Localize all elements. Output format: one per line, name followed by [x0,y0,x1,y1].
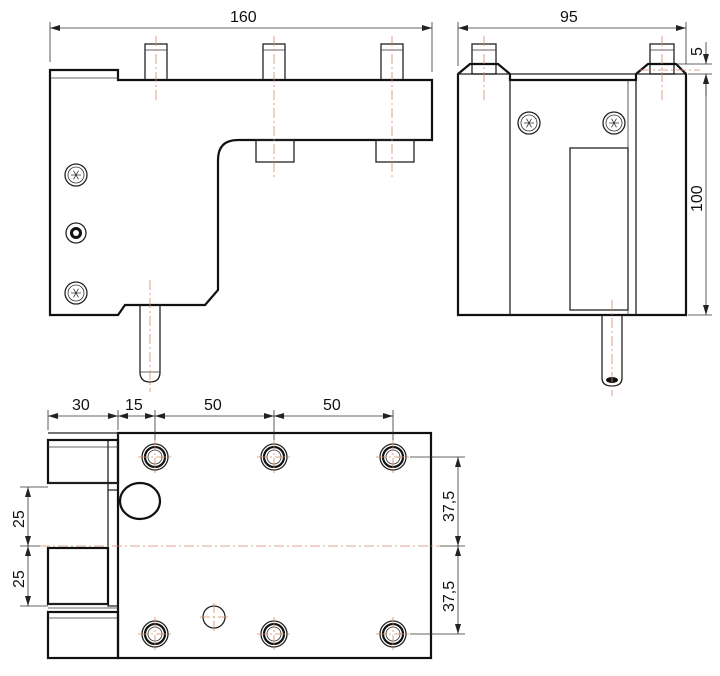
front-hole-icon [65,222,87,244]
dim-50-b: 50 [323,397,341,414]
front-screw-icon [64,163,88,187]
dim-25-a: 25 [11,510,28,528]
top-view: 30 15 50 50 25 25 37,5 37,5 [11,397,465,660]
dim-37-5-b: 37,5 [441,581,458,612]
side-screw-icon [602,111,626,135]
front-body-outline [48,68,434,317]
top-plate-outline [116,431,433,660]
front-view: 160 [48,9,434,392]
dim-160: 160 [230,9,257,26]
dim-95: 95 [560,9,578,26]
dim-30: 30 [72,397,90,414]
dim-37-5-a: 37,5 [441,491,458,522]
dim-25-b: 25 [11,570,28,588]
dim-5: 5 [689,47,706,56]
front-screw-icon [64,281,88,305]
front-bottom-pin [139,305,161,383]
dim-50-a: 50 [204,397,222,414]
side-screw-icon [517,111,541,135]
side-body-outline [456,62,688,317]
side-view: 95 5 100 [456,9,712,396]
dim-15: 15 [125,397,143,414]
dim-100: 100 [689,185,706,212]
